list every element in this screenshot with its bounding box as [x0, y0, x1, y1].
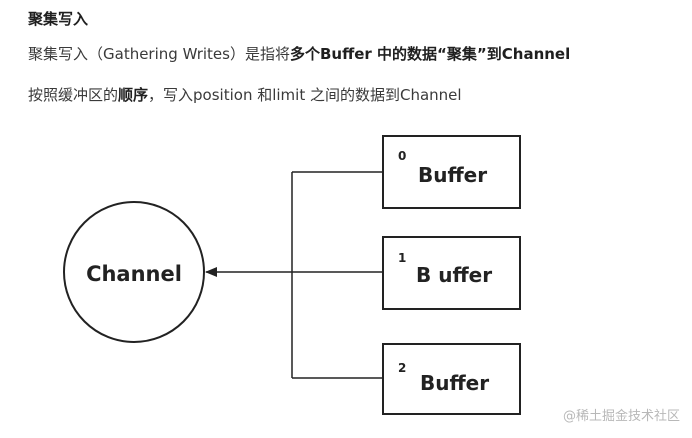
order-bold-text: 顺序 [118, 86, 149, 104]
definition-text: 聚集写入（Gathering Writes）是指将 [28, 45, 290, 63]
buffer-label-1: B uffer [416, 263, 492, 287]
buffer-box-1 [382, 236, 521, 310]
buffer-label-0: Buffer [418, 163, 487, 187]
channel-label: Channel [86, 262, 182, 286]
buffer-box-0 [382, 135, 521, 209]
order-text-end: ，写入position 和limit 之间的数据到Channel [148, 86, 462, 104]
buffer-index-2: 2 [398, 361, 406, 375]
buffer-index-1: 1 [398, 251, 406, 265]
order-text-start: 按照缓冲区的 [28, 86, 119, 104]
buffer-index-0: 0 [398, 149, 406, 163]
buffer-label-2: Buffer [420, 371, 489, 395]
channel-circle [63, 201, 205, 343]
buffer-box-2 [382, 343, 521, 415]
watermark: @稀土掘金技术社区 [562, 409, 680, 424]
paragraph-definition: 聚集写入（Gathering Writes）是指将多个Buffer 中的数据“聚… [28, 43, 570, 64]
section-heading: 聚集写入 [28, 10, 89, 28]
paragraph-order: 按照缓冲区的顺序，写入position 和limit 之间的数据到Channel [28, 84, 462, 105]
definition-bold-text: 多个Buffer 中的数据“聚集”到Channel [289, 45, 571, 63]
